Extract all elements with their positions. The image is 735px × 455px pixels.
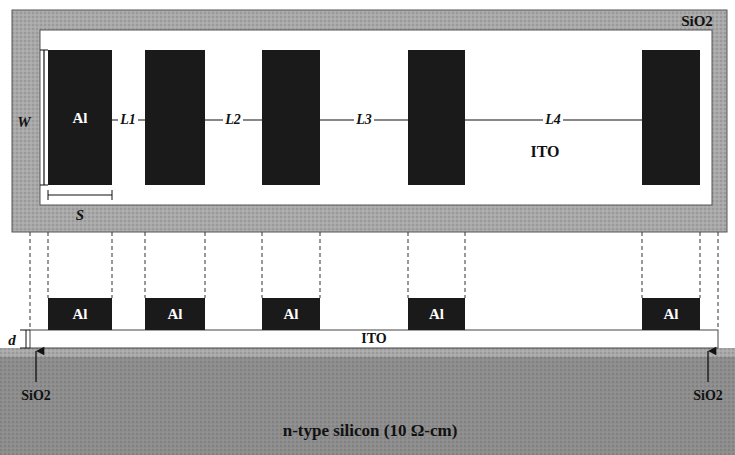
layer-label: Al: [284, 307, 299, 322]
layer-label: n-type silicon (10 Ω-cm): [283, 422, 458, 439]
layer-label: SiO2: [681, 14, 713, 29]
layer-region: ITO Al: [40, 30, 712, 205]
dimension-label: L4: [543, 112, 563, 128]
layer-label: Al: [664, 307, 679, 322]
dimension-label: L2: [223, 112, 243, 128]
dimension-label: L3: [354, 112, 374, 128]
layer-label: Al: [168, 307, 183, 322]
layer-region: Al: [642, 298, 700, 330]
dimension-label: L1: [118, 112, 138, 128]
layer-region: n-type silicon (10 Ω-cm): [0, 348, 735, 455]
layer-label: ITO: [530, 144, 559, 160]
layer-label: Al: [429, 307, 444, 322]
layer-label: Al: [73, 307, 88, 322]
part-label: d: [6, 332, 18, 349]
layer-region: Al: [48, 298, 112, 330]
layer-region: Al: [408, 298, 465, 330]
part-label: SiO2: [19, 388, 53, 404]
layer-region: Al: [262, 298, 320, 330]
part-label: W: [15, 114, 32, 131]
layer-region: Al: [48, 50, 112, 185]
part-label: SiO2: [691, 388, 725, 404]
layer-region: Al: [145, 298, 205, 330]
layer-label: ITO: [361, 332, 386, 346]
part-label: S: [74, 207, 86, 224]
layer-region: ITO: [30, 330, 718, 348]
layer-label: Al: [73, 111, 88, 126]
